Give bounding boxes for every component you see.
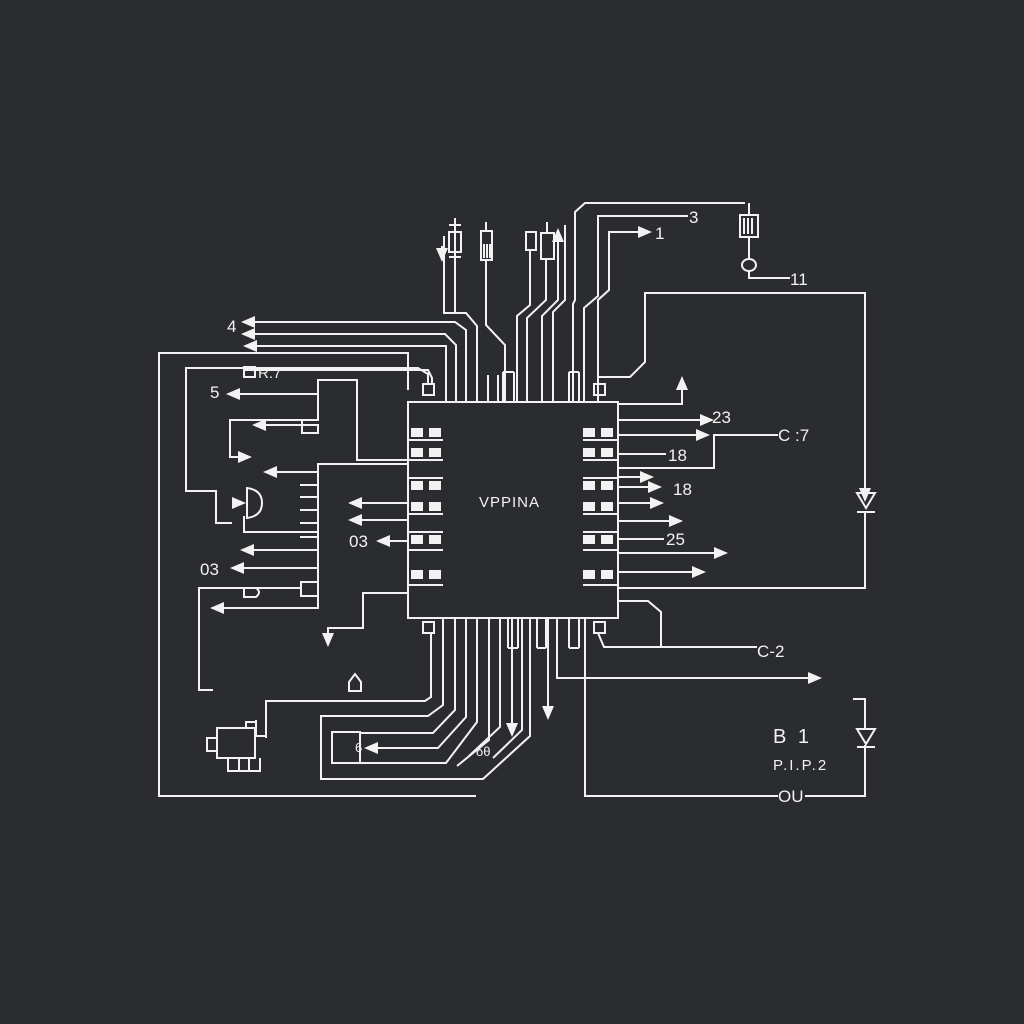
net-label-3: 3 — [689, 208, 699, 227]
net-label-18b: 18 — [673, 480, 692, 499]
net-label-03-inner: 03 — [349, 532, 368, 551]
chip-pads-left — [411, 428, 441, 579]
net-label-pip2: P.I.P.2 — [773, 757, 829, 774]
net-label-b1: B 1 — [773, 726, 813, 748]
chip-pads-right — [583, 428, 613, 579]
net-label-23: 23 — [712, 408, 731, 427]
net-label-r7: R.7 — [258, 365, 282, 382]
right-traces — [556, 376, 866, 797]
top-traces — [241, 202, 871, 502]
chip-label: VPPINA — [479, 494, 541, 511]
diode-icons — [855, 492, 877, 748]
net-label-18a: 18 — [668, 446, 687, 465]
net-label-25: 25 — [666, 530, 685, 549]
net-label-03-outer: 03 — [200, 560, 219, 579]
chip-inner-lines — [408, 439, 618, 586]
connector-component — [206, 720, 266, 772]
net-label-4: 4 — [227, 317, 237, 336]
net-label-11: 11 — [790, 270, 808, 289]
top-components — [436, 203, 790, 279]
bottom-traces — [265, 618, 580, 780]
net-label-ou: OU — [778, 787, 804, 806]
net-label-5: 5 — [210, 383, 220, 402]
net-label-c2: C-2 — [757, 642, 785, 661]
net-label-c7: C :7 — [778, 426, 810, 445]
left-components — [232, 366, 362, 692]
net-label-1: 1 — [655, 224, 665, 243]
net-label-6: 6 — [355, 740, 363, 755]
net-label-68: δθ — [476, 744, 491, 759]
